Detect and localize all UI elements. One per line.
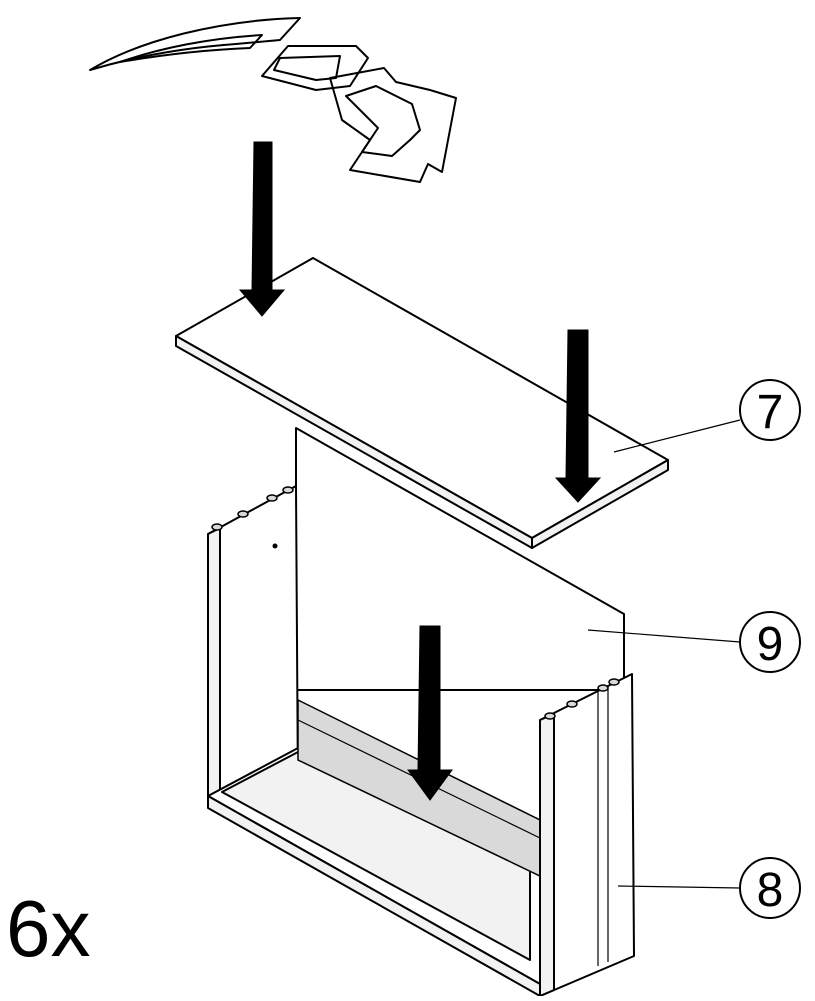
callout-number: 9: [757, 618, 784, 671]
quantity-label: 6x: [6, 884, 91, 973]
callout-7: 7: [739, 379, 801, 441]
callout-9: 9: [739, 611, 801, 673]
screw-hole: [272, 543, 278, 549]
leader-line-9: [587, 629, 741, 643]
leader-line-8: [617, 885, 741, 889]
panel-top: [175, 257, 669, 549]
leader-line-7: [613, 419, 741, 453]
down-arrow-icon: [238, 141, 286, 317]
down-arrow-icon: [554, 329, 602, 503]
curved-flip-arrow-icon: [89, 17, 457, 183]
frame: [207, 485, 635, 997]
dowel-pins-left: [211, 486, 294, 531]
callout-8: 8: [739, 857, 801, 919]
dowel-pins-right: [544, 678, 620, 720]
callout-number: 8: [757, 864, 784, 917]
down-arrow-icon: [407, 625, 453, 801]
callout-number: 7: [757, 386, 784, 439]
